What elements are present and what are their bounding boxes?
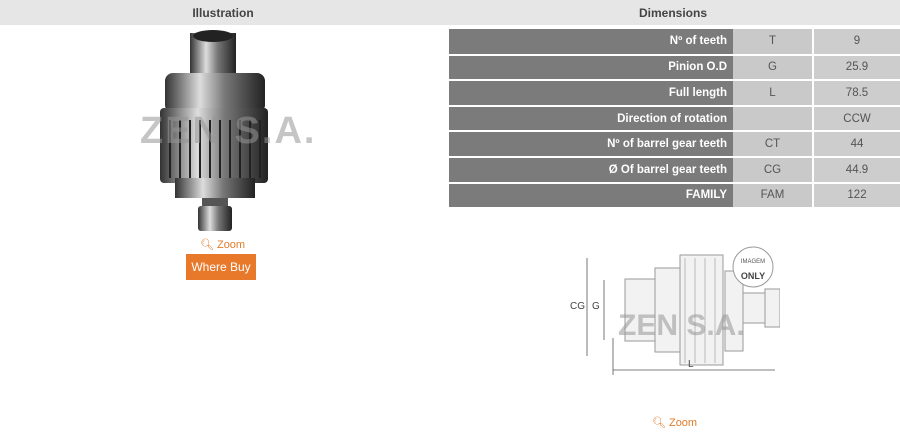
stamp-top: IMAGEM [741, 259, 765, 265]
diagram-watermark: ZEN S.A. [618, 309, 745, 342]
label-cg: CG [570, 301, 585, 312]
cell-value: 44 [813, 131, 900, 158]
cell-value: 44.9 [813, 156, 900, 184]
zoom-label: Zoom [668, 416, 698, 429]
cell-label: Pinion O.D [449, 54, 733, 82]
cell-value: 122 [813, 182, 900, 210]
stamp-bottom: ONLY [741, 271, 765, 281]
dimensions-header: Dimensions [446, 0, 900, 25]
label-l: L [688, 359, 694, 370]
cell-code [733, 105, 814, 133]
label-g: G [592, 301, 600, 312]
table-row: Direction of rotation CCW [449, 105, 900, 133]
zoom-icon: 🔍︎ [652, 417, 666, 429]
cell-code: CT [733, 131, 814, 158]
cell-value: 78.5 [813, 80, 900, 107]
dimension-diagram[interactable]: IMAGEM ONLY CG G L ZEN S.A. [570, 243, 780, 378]
zoom-link[interactable]: 🔍︎ Zoom [200, 238, 246, 252]
cell-code: CG [733, 156, 814, 184]
zoom-label: Zoom [216, 238, 246, 251]
cell-label: Nº of barrel gear teeth [449, 131, 733, 158]
product-photo[interactable] [160, 28, 272, 233]
where-buy-button[interactable]: Where Buy [186, 254, 256, 280]
cell-value: CCW [813, 105, 900, 133]
zoom-icon: 🔍︎ [200, 239, 214, 251]
cell-code: T [733, 29, 814, 56]
cell-label: Direction of rotation [449, 105, 733, 133]
cell-code: G [733, 54, 814, 82]
cell-value: 25.9 [813, 54, 900, 82]
cell-label: Full length [449, 80, 733, 107]
cell-code: FAM [733, 182, 814, 210]
cell-label: FAMILY [449, 182, 733, 210]
illustration-header: Illustration [0, 0, 446, 25]
cell-code: L [733, 80, 814, 107]
cell-label: Nº of teeth [449, 29, 733, 56]
watermark: ZEN S.A. [140, 110, 317, 152]
cell-label: Ø Of barrel gear teeth [449, 156, 733, 184]
cell-value: 9 [813, 29, 900, 56]
diagram-zoom-link[interactable]: 🔍︎ Zoom [652, 416, 698, 430]
